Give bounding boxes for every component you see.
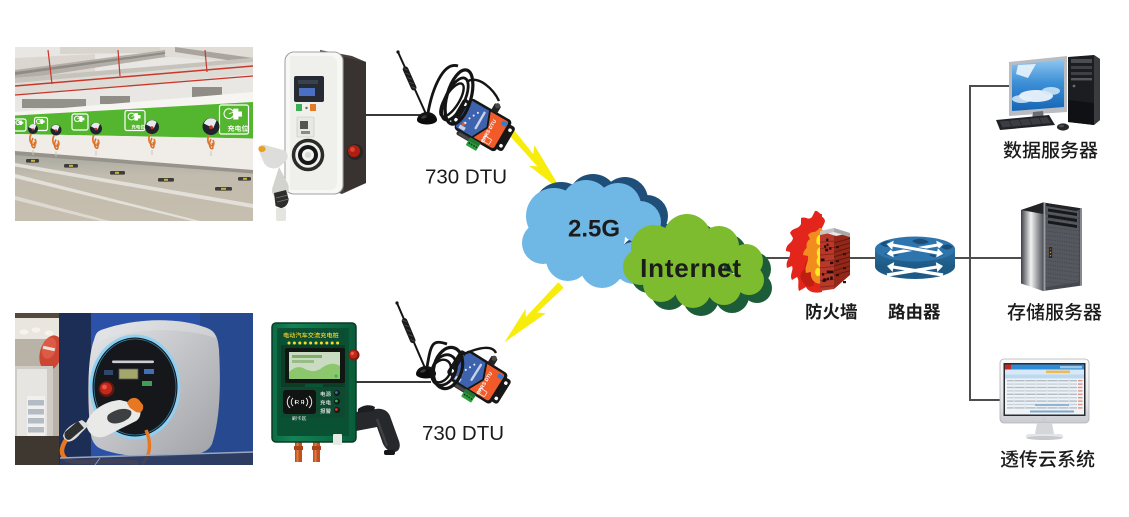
svg-text:Internet: Internet (640, 253, 742, 283)
svg-text:730 DTU: 730 DTU (422, 422, 504, 445)
svg-text:R F: R F (295, 400, 305, 406)
svg-text:730 DTU: 730 DTU (425, 166, 507, 189)
svg-text:2.5G: 2.5G (568, 216, 620, 243)
